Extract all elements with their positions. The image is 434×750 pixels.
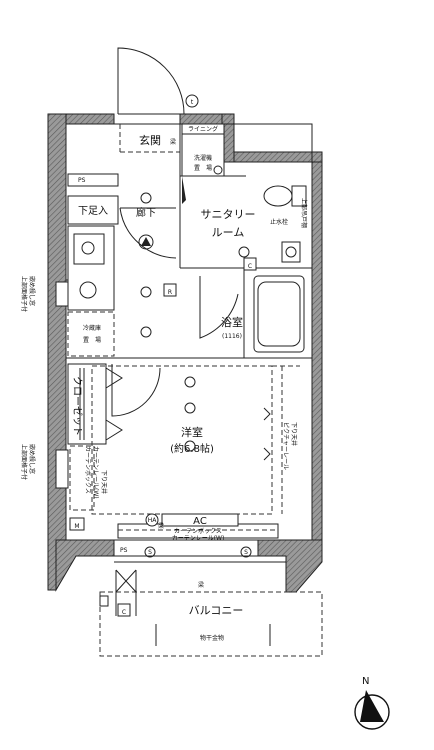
s-mark-left: S	[148, 549, 152, 556]
bathroom-label: 浴室	[221, 315, 243, 329]
drying-rack-label: 物干金物	[200, 634, 224, 642]
picture-rail-label: ピクチャーレール	[282, 422, 289, 470]
lower-ceiling-side-label: 下り天井	[100, 470, 108, 494]
lower-ceiling-right-label: 下り天井	[290, 422, 298, 446]
side-windows: 上部面格子付 嵌め殺し窓 上部面格子付 嵌め殺し窓	[20, 276, 69, 489]
beam-label-2: 梁	[158, 522, 164, 530]
curtain-box-side-label: カーテンボックス	[84, 446, 92, 494]
fridge-label-2: 置 場	[83, 336, 101, 344]
hallway-label: 廊下	[136, 206, 156, 219]
entry-door: t	[117, 47, 199, 115]
entrance-label: 玄関	[139, 133, 161, 147]
beam-label-1: 梁	[170, 138, 176, 146]
c-mark-sanitary: C	[248, 263, 252, 270]
closet-label: クローゼット	[71, 376, 83, 436]
lining-label: ライニング	[188, 125, 218, 133]
bathroom-size: (1116)	[222, 333, 242, 340]
ps-label-top: PS	[78, 177, 86, 184]
interior-lines	[65, 123, 313, 541]
m-mark: M	[74, 523, 79, 530]
s-mark-right: S	[244, 549, 248, 556]
balcony-label: バルコニー	[189, 604, 244, 617]
window-left-1-label: 上部面格子付	[20, 276, 28, 312]
window-side-2-label: 嵌め殺し窓	[28, 444, 36, 474]
window-side-1-label: 嵌め殺し窓	[28, 276, 36, 306]
compass-label: N	[362, 676, 369, 687]
faucet-label: 止水栓	[270, 218, 288, 226]
exterior-walls	[47, 113, 323, 593]
western-room-size: (約6.8帖)	[170, 442, 214, 455]
room-labels: 玄関 梁 PS 下足入 廊下 ライニング 洗濯機 置 場 サニタリー ルーム 止…	[71, 125, 308, 642]
t-mark: t	[191, 99, 194, 106]
curtain-rail-bottom-label: カーテンレール(W)	[172, 535, 225, 542]
washer-label-2: 置 場	[194, 164, 212, 172]
ac-label: AC	[193, 516, 207, 527]
fixtures: R HA C S S	[138, 165, 307, 558]
balcony-area: C	[99, 555, 323, 657]
c-mark-balcony: C	[122, 609, 126, 616]
upper-shelf-label: 上部吊戸棚	[300, 198, 308, 228]
ha-mark: HA	[148, 517, 158, 524]
window-left-2-label: 上部面格子付	[20, 444, 28, 480]
fridge-label-1: 冷蔵庫	[83, 324, 101, 332]
curtain-rail-side-label: カーテンレール(W)	[92, 446, 99, 499]
r-mark: R	[168, 289, 172, 296]
ps-label-bottom: PS	[120, 547, 128, 554]
washer-label-1: 洗濯機	[194, 154, 212, 162]
shoe-storage-label: 下足入	[78, 205, 108, 217]
sanitary-label-1: サニタリー	[201, 208, 256, 221]
western-room-label: 洋室	[181, 425, 203, 439]
curtain-box-bottom-label: カーテンボックス	[174, 527, 222, 535]
sanitary-label-2: ルーム	[212, 226, 245, 239]
north-arrow-icon: N	[354, 676, 390, 730]
beam-label-3: 梁	[198, 581, 204, 589]
